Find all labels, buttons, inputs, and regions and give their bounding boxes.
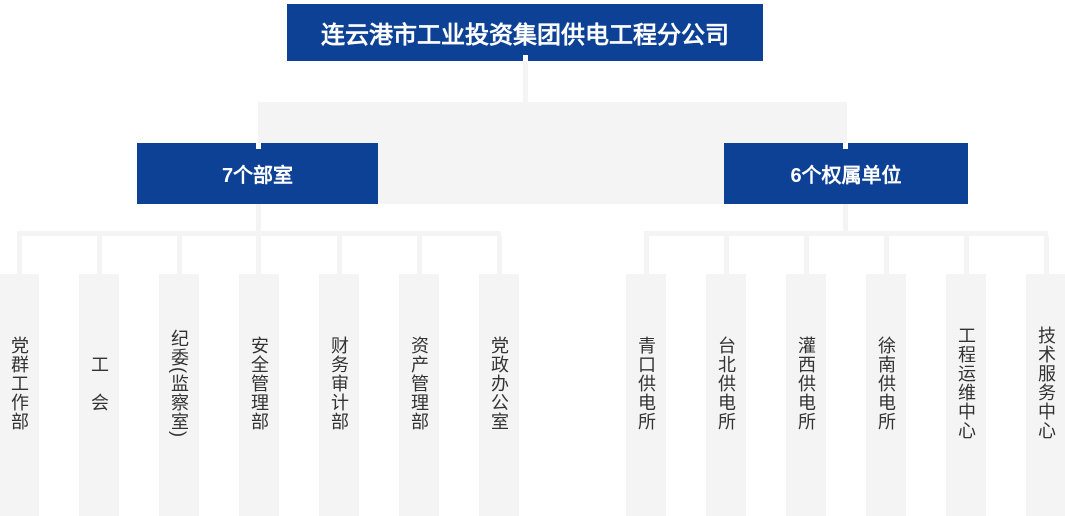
org-leaf-label: 党群工作部 [9, 335, 29, 431]
connector-departments-drop [256, 204, 261, 232]
org-leaf-label: 工 会 [89, 354, 109, 412]
org-leaf-node: 党政办公室 [479, 274, 519, 516]
connector-root-drop [523, 58, 528, 104]
org-leaf-label: 安全管理部 [249, 335, 269, 431]
connector-leaf-drop [497, 236, 502, 275]
org-leaf-node: 党群工作部 [0, 274, 39, 516]
org-leaf-label: 台北供电所 [716, 335, 736, 431]
org-leaf-label: 工程运维中心 [956, 326, 976, 440]
org-group-units-label: 6个权属单位 [790, 165, 902, 187]
org-leaf-label: 技术服务中心 [1036, 326, 1056, 440]
org-leaf-label: 徐南供电所 [876, 335, 896, 431]
org-leaf-label: 财务审计部 [329, 335, 349, 431]
connector-leaf-drop [644, 236, 649, 275]
connector-leaf-drop [1044, 236, 1049, 275]
connector-units-drop [843, 204, 848, 232]
org-root-label: 连云港市工业投资集团供电工程分公司 [321, 22, 729, 49]
org-leaf-node: 灌西供电所 [786, 274, 826, 516]
connector-leaf-drop [724, 236, 729, 275]
org-leaf-node: 工 会 [79, 274, 119, 516]
connector-notch [256, 143, 261, 149]
connector-leaf-drop [97, 236, 102, 275]
org-group-departments: 7个部室 [137, 143, 378, 204]
org-leaf-node: 资产管理部 [399, 274, 439, 516]
connector-leaf-drop [17, 236, 22, 275]
org-group-departments-label: 7个部室 [221, 165, 294, 187]
connector-leaf-drop [177, 236, 182, 275]
org-leaf-node: 台北供电所 [706, 274, 746, 516]
connector-leaf-drop [417, 236, 422, 275]
org-leaf-node: 徐南供电所 [866, 274, 906, 516]
org-leaf-node: 安全管理部 [239, 274, 279, 516]
org-leaf-label: 党政办公室 [489, 335, 509, 431]
connector-units-rail [644, 231, 1048, 236]
org-leaf-node: 青口供电所 [626, 274, 666, 516]
org-leaf-node: 财务审计部 [319, 274, 359, 516]
connector-leaf-drop [804, 236, 809, 275]
connector-departments-rail [17, 231, 501, 236]
connector-leaf-drop [964, 236, 969, 275]
org-leaf-node: 工程运维中心 [946, 274, 986, 516]
connector-notch [523, 55, 528, 61]
org-leaf-label: 纪委(监察室) [169, 328, 189, 438]
org-root-node: 连云港市工业投资集团供电工程分公司 [287, 4, 763, 61]
org-leaf-node: 纪委(监察室) [159, 274, 199, 516]
connector-leaf-drop [256, 236, 261, 275]
org-leaf-label: 青口供电所 [636, 335, 656, 431]
connector-leaf-drop [884, 236, 889, 275]
connector-notch [843, 143, 848, 149]
org-leaf-label: 资产管理部 [409, 335, 429, 431]
connector-leaf-drop [337, 236, 342, 275]
org-leaf-node: 技术服务中心 [1026, 274, 1065, 516]
org-group-units: 6个权属单位 [724, 143, 968, 204]
org-leaf-label: 灌西供电所 [796, 335, 816, 431]
